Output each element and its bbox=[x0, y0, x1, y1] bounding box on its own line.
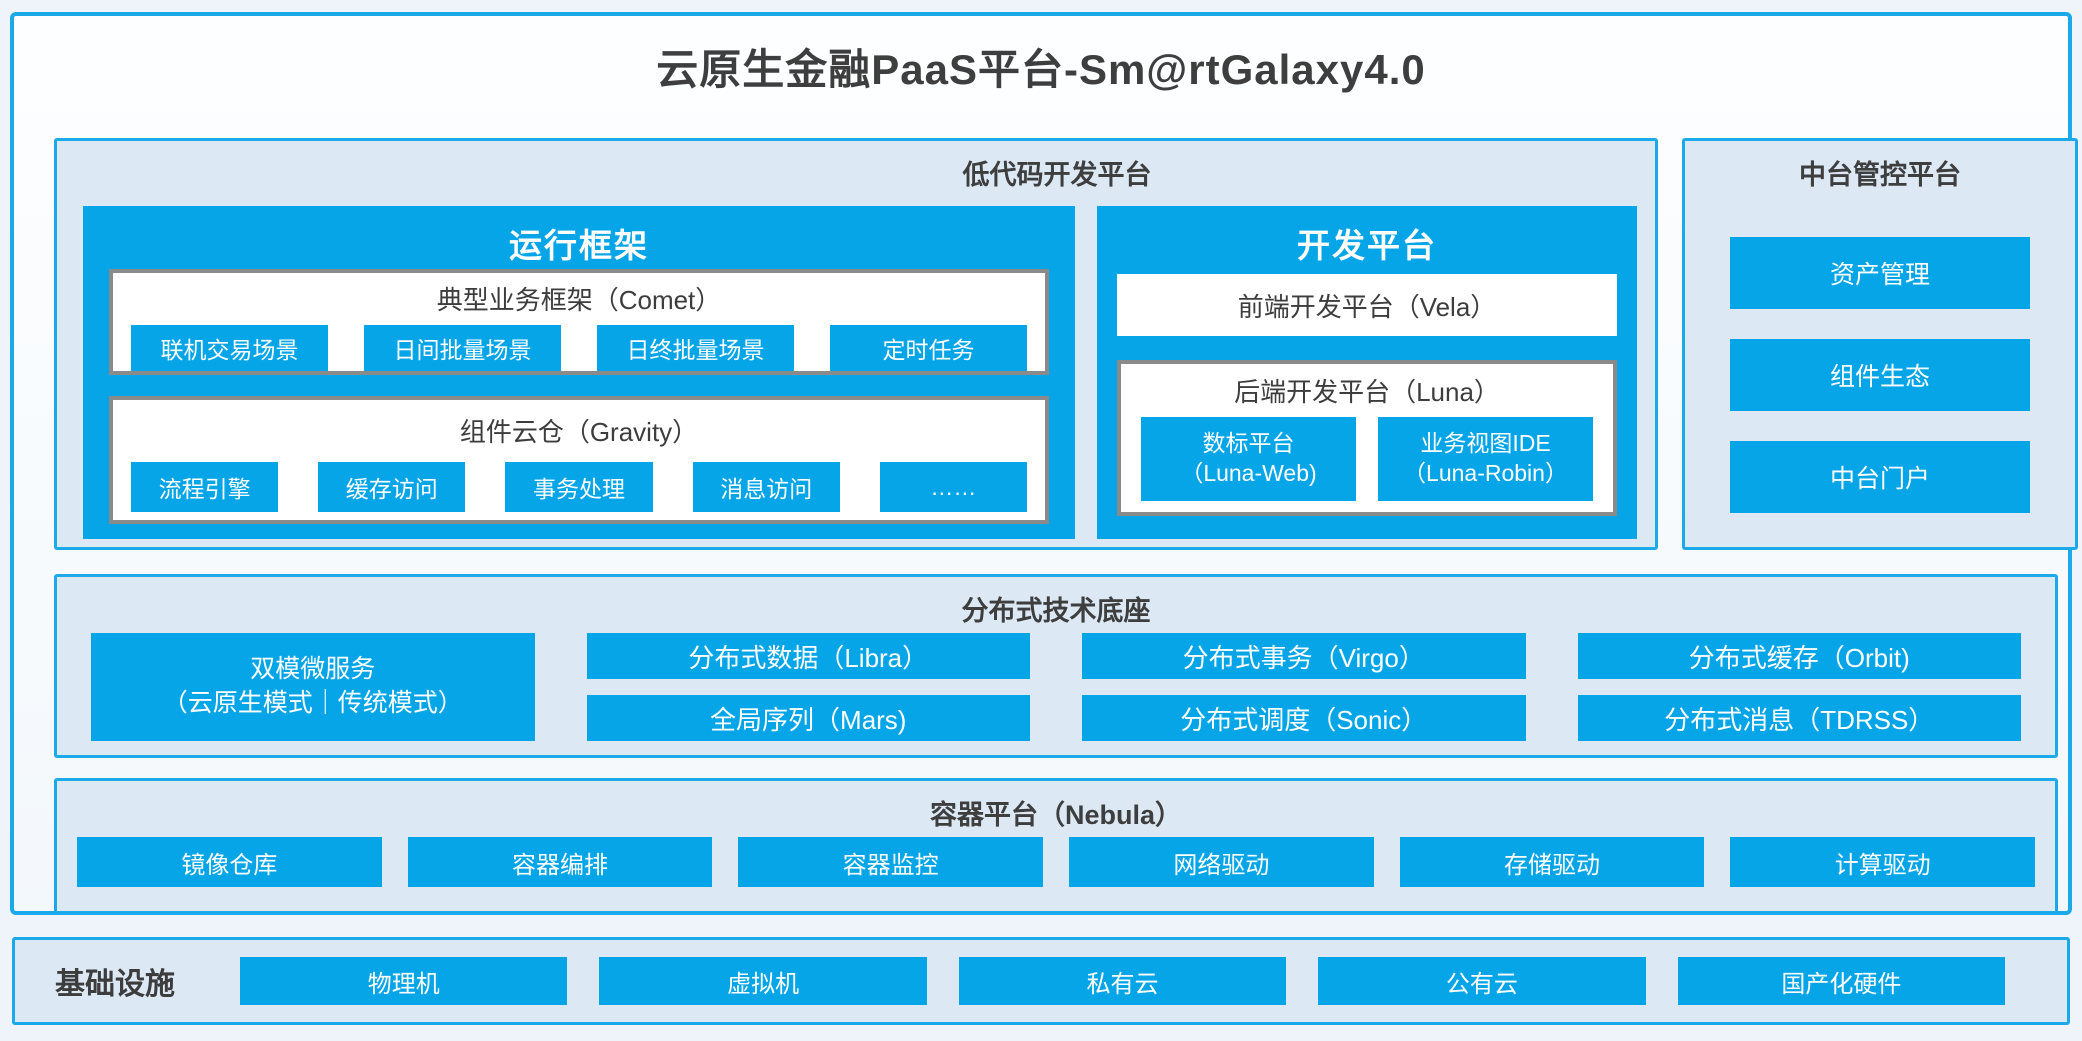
lowcode-platform-panel: 低代码开发平台 运行框架 典型业务框架（Comet） 联机交易场景 日间批量场景… bbox=[54, 138, 1658, 550]
container-platform-label: 容器平台（Nebula） bbox=[929, 800, 1183, 830]
chip-ellipsis: …… bbox=[879, 462, 1028, 512]
chip-domestic-hardware: 国产化硬件 bbox=[1677, 957, 2006, 1005]
chip-message-access: 消息访问 bbox=[692, 462, 840, 512]
container-platform-panel: 容器平台（Nebula） 镜像仓库 容器编排 容器监控 网络驱动 存储驱动 计算… bbox=[54, 778, 2058, 914]
gravity-warehouse-box: 组件云仓（Gravity） 流程引擎 缓存访问 事务处理 消息访问 …… bbox=[109, 396, 1049, 524]
chip-physical-machine: 物理机 bbox=[240, 957, 568, 1005]
chip-distributed-transaction-virgo: 分布式事务（Virgo） bbox=[1082, 633, 1526, 679]
chip-scheduled-task: 定时任务 bbox=[830, 325, 1027, 371]
chip-luna-robin-line1: 业务视图IDE bbox=[1420, 430, 1551, 457]
chip-luna-robin-line2: （Luna-Robin） bbox=[1403, 460, 1568, 486]
chip-asset-management: 资产管理 bbox=[1730, 237, 2030, 309]
chip-endofday-batch: 日终批量场景 bbox=[597, 325, 794, 371]
vela-frontend-box: 前端开发平台（Vela） bbox=[1117, 274, 1617, 336]
main-container: 云原生金融PaaS平台-Sm@rtGalaxy4.0 低代码开发平台 运行框架 … bbox=[10, 12, 2078, 915]
luna-backend-box: 后端开发平台（Luna） 数标平台 （Luna-Web) 业务视图IDE （Lu… bbox=[1117, 360, 1617, 516]
chip-dual-mode-microservice: 双模微服务 （云原生模式｜传统模式） bbox=[91, 633, 535, 741]
chip-network-driver: 网络驱动 bbox=[1069, 837, 1374, 887]
chip-transaction-processing: 事务处理 bbox=[505, 462, 653, 512]
chip-virtual-machine: 虚拟机 bbox=[599, 957, 927, 1005]
dev-platform-title: 开发平台 bbox=[1297, 227, 1437, 264]
chip-luna-robin: 业务视图IDE （Luna-Robin） bbox=[1378, 417, 1593, 501]
infrastructure-items-row: 物理机 虚拟机 私有云 公有云 国产化硬件 bbox=[240, 957, 2006, 1005]
container-items-row: 镜像仓库 容器编排 容器监控 网络驱动 存储驱动 计算驱动 bbox=[77, 837, 2036, 887]
luna-backend-title: 后端开发平台（Luna） bbox=[1234, 377, 1500, 407]
midplatform-panel: 中台管控平台 资产管理 组件生态 中台门户 bbox=[1682, 138, 2078, 550]
gravity-items-row: 流程引擎 缓存访问 事务处理 消息访问 …… bbox=[113, 462, 1045, 512]
chip-distributed-message-tdrss: 分布式消息（TDRSS） bbox=[1577, 695, 2021, 741]
distributed-column-3: 分布式缓存（Orbit) 分布式消息（TDRSS） bbox=[1577, 633, 2021, 741]
chip-compute-driver: 计算驱动 bbox=[1730, 837, 2036, 887]
runtime-framework-box: 运行框架 典型业务框架（Comet） 联机交易场景 日间批量场景 日终批量场景 … bbox=[83, 206, 1075, 539]
page-title: 云原生金融PaaS平台-Sm@rtGalaxy4.0 bbox=[656, 46, 1426, 93]
chip-luna-web-line1: 数标平台 bbox=[1202, 430, 1295, 457]
chip-container-orchestration: 容器编排 bbox=[407, 837, 713, 887]
distributed-base-panel: 分布式技术底座 双模微服务 （云原生模式｜传统模式） 分布式数据（Libra） … bbox=[54, 574, 2058, 758]
chip-cache-access: 缓存访问 bbox=[318, 462, 466, 512]
chip-private-cloud: 私有云 bbox=[958, 957, 1287, 1005]
chip-storage-driver: 存储驱动 bbox=[1399, 837, 1705, 887]
runtime-framework-title: 运行框架 bbox=[509, 227, 649, 264]
chip-distributed-cache-orbit: 分布式缓存（Orbit) bbox=[1577, 633, 2021, 679]
chip-public-cloud: 公有云 bbox=[1318, 957, 1646, 1005]
dev-platform-box: 开发平台 前端开发平台（Vela） 后端开发平台（Luna） 数标平台 （Lun… bbox=[1097, 206, 1637, 539]
chip-process-engine: 流程引擎 bbox=[131, 462, 279, 512]
distributed-items-row: 双模微服务 （云原生模式｜传统模式） 分布式数据（Libra） 全局序列（Mar… bbox=[91, 633, 2021, 741]
chip-dual-mode-line1: 双模微服务 bbox=[250, 655, 376, 684]
distributed-column-2: 分布式事务（Virgo） 分布式调度（Sonic） bbox=[1082, 633, 1526, 741]
infrastructure-label: 基础设施 bbox=[55, 968, 175, 1001]
distributed-base-label: 分布式技术底座 bbox=[961, 596, 1151, 626]
chip-midplatform-portal: 中台门户 bbox=[1730, 441, 2030, 513]
chip-distributed-scheduling-sonic: 分布式调度（Sonic） bbox=[1082, 695, 1526, 741]
chip-luna-web-line2: （Luna-Web) bbox=[1180, 460, 1317, 486]
chip-component-ecosystem: 组件生态 bbox=[1730, 339, 2030, 411]
comet-items-row: 联机交易场景 日间批量场景 日终批量场景 定时任务 bbox=[113, 325, 1045, 371]
chip-global-sequence-mars: 全局序列（Mars) bbox=[586, 695, 1030, 741]
chip-daytime-batch: 日间批量场景 bbox=[364, 325, 561, 371]
infrastructure-panel: 基础设施 物理机 虚拟机 私有云 公有云 国产化硬件 bbox=[12, 937, 2070, 1025]
chip-dual-mode-line2: （云原生模式｜传统模式） bbox=[162, 689, 463, 717]
chip-image-registry: 镜像仓库 bbox=[77, 837, 382, 887]
chip-online-transaction: 联机交易场景 bbox=[131, 325, 328, 371]
midplatform-label: 中台管控平台 bbox=[1799, 160, 1961, 190]
chip-container-monitoring: 容器监控 bbox=[738, 837, 1044, 887]
comet-framework-title: 典型业务框架（Comet） bbox=[436, 285, 722, 315]
chip-luna-web: 数标平台 （Luna-Web) bbox=[1141, 417, 1356, 501]
comet-framework-box: 典型业务框架（Comet） 联机交易场景 日间批量场景 日终批量场景 定时任务 bbox=[109, 269, 1049, 375]
gravity-warehouse-title: 组件云仓（Gravity） bbox=[459, 417, 699, 447]
chip-distributed-data-libra: 分布式数据（Libra） bbox=[586, 633, 1030, 679]
lowcode-platform-label: 低代码开发平台 bbox=[962, 160, 1152, 190]
distributed-column-1: 分布式数据（Libra） 全局序列（Mars) bbox=[586, 633, 1030, 741]
luna-items-row: 数标平台 （Luna-Web) 业务视图IDE （Luna-Robin） bbox=[1121, 417, 1613, 501]
